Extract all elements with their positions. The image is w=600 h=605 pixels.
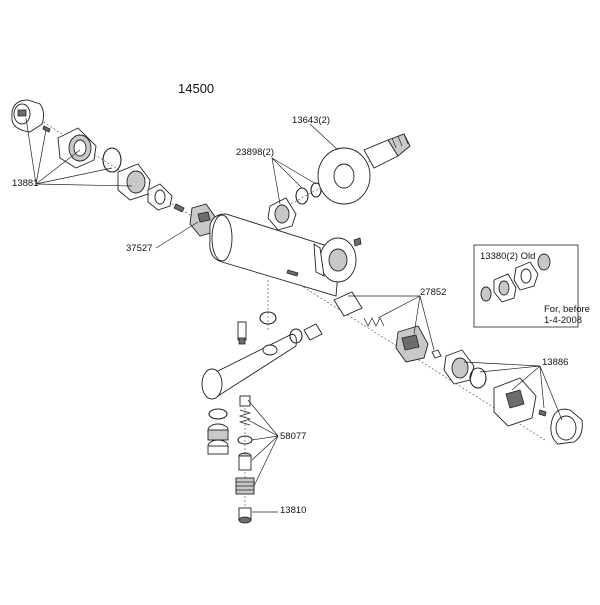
diverter-bottom-insert xyxy=(238,507,252,524)
spout-seal-ring xyxy=(259,311,277,325)
callout-13886: 13886 xyxy=(542,357,569,368)
right-handle-body xyxy=(493,377,537,427)
callout-37527: 37527 xyxy=(126,243,153,254)
leader-13643 xyxy=(309,123,339,151)
callout-13643: 13643(2) xyxy=(292,115,331,126)
spout-pin xyxy=(237,321,247,345)
wall-connector xyxy=(363,133,411,169)
diverter-nut xyxy=(235,477,255,495)
left-small-spring xyxy=(173,203,185,213)
body-screw xyxy=(353,237,362,247)
spout-side-ring xyxy=(289,328,303,344)
leader-37527 xyxy=(155,221,199,249)
diagram-title: 14500 xyxy=(178,81,215,96)
right-sleeve xyxy=(333,291,363,317)
diverter-spring xyxy=(238,409,252,426)
spout-arm xyxy=(201,333,297,400)
leader-58077 xyxy=(247,399,279,487)
right-eccentric-union xyxy=(313,237,357,283)
leader-13886 xyxy=(463,361,563,421)
right-handle-knob xyxy=(550,408,583,445)
left-cartridge-cap xyxy=(57,127,97,169)
left-cartridge xyxy=(189,203,217,237)
spout-side-nut xyxy=(303,323,323,341)
upper-union-nut xyxy=(267,197,297,231)
diverter-top-knob xyxy=(239,395,251,407)
right-clip xyxy=(431,349,442,359)
callout-13881: 13881 xyxy=(12,178,39,189)
callout-58077: 58077 xyxy=(280,431,307,442)
left-oring xyxy=(102,147,122,173)
right-oring xyxy=(469,367,487,389)
inset-nut xyxy=(493,273,517,303)
upper-washer xyxy=(295,187,309,205)
inset-filter xyxy=(537,253,551,271)
aerator xyxy=(207,423,229,455)
right-handle-screw xyxy=(538,409,547,417)
leader-23898 xyxy=(271,157,317,205)
inset-box xyxy=(473,244,579,328)
left-nut xyxy=(147,183,173,211)
callout-13810: 13810 xyxy=(280,505,307,516)
diverter-body xyxy=(238,452,252,471)
inset-union xyxy=(513,261,539,291)
right-spring xyxy=(363,317,385,327)
inset-small-cap xyxy=(480,286,492,302)
left-thermo-element xyxy=(117,163,151,201)
left-handle-screw xyxy=(42,125,51,133)
callout-27852: 27852 xyxy=(420,287,447,298)
aerator-ring xyxy=(208,408,228,420)
valve-body xyxy=(209,213,341,297)
leader-27852 xyxy=(348,295,435,351)
wall-flange xyxy=(317,147,371,205)
note-line-1: For, before xyxy=(544,304,590,315)
left-handle-knob xyxy=(11,99,45,133)
callout-23898: 23898(2) xyxy=(236,147,275,158)
leader-13881 xyxy=(25,117,133,187)
note-line-2: 1-4-2008 xyxy=(544,315,583,326)
right-thermo-cartridge xyxy=(395,325,429,363)
callout-13380: 13380(2) Old xyxy=(480,251,536,262)
